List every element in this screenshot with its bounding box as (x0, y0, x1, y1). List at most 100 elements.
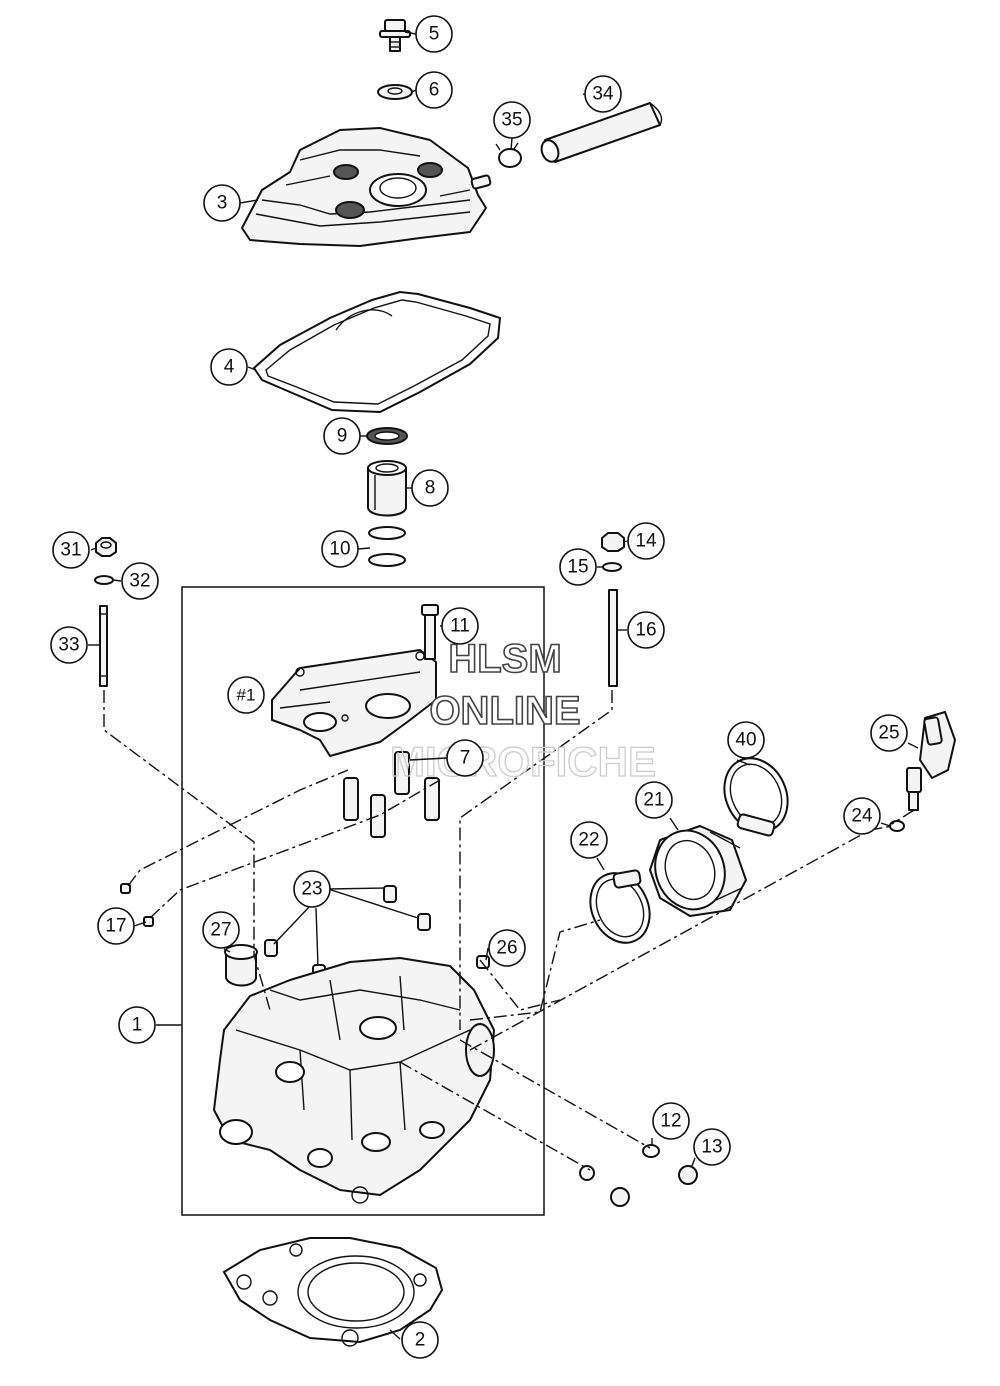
part-1-cylinder-head (213, 957, 495, 1204)
callout-11-label: 11 (450, 616, 470, 637)
part-17-plugs (120, 883, 154, 927)
callouts: 5 6 3 34 35 4 9 8 10 31 32 33 14 15 16 1… (50, 15, 908, 1359)
part-9-seal (366, 427, 408, 445)
callout-24-label: 24 (851, 806, 873, 827)
callout-31: 31 (52, 531, 90, 569)
callout-4-label: 4 (224, 357, 235, 378)
part-21-intake-flange (649, 825, 747, 917)
callout-lines (88, 31, 919, 1340)
callout-hash1-label: #1 (237, 686, 256, 705)
callout-2: 2 (401, 1321, 439, 1359)
callout-26-label: 26 (496, 938, 517, 959)
callout-21-label: 21 (643, 790, 664, 811)
callout-17-label: 17 (105, 916, 126, 937)
callout-15-label: 15 (567, 557, 588, 578)
callout-3-label: 3 (217, 193, 228, 214)
callout-1-label: 1 (132, 1015, 143, 1036)
callout-33-label: 33 (58, 635, 79, 656)
part-8-spark-plug-tube (367, 460, 407, 517)
callout-7: 7 (446, 739, 484, 777)
part-24-o-ring (889, 820, 905, 832)
part-34-hose (540, 102, 663, 163)
callout-8: 8 (411, 469, 449, 507)
callout-32: 32 (121, 562, 159, 600)
callout-hash1: #1 (227, 676, 265, 714)
callout-17: 17 (97, 907, 135, 945)
part-5-bolt (379, 19, 411, 52)
part-33-stud (99, 605, 108, 687)
part-3-valve-cover (241, 127, 492, 247)
callout-1: 1 (118, 1006, 156, 1044)
part-10-o-rings (368, 526, 406, 567)
callout-25: 25 (870, 714, 908, 752)
callout-12: 12 (652, 1102, 690, 1140)
callout-34: 34 (584, 75, 622, 113)
part-hash1-bearing-bridge (271, 649, 437, 757)
callout-9: 9 (323, 417, 361, 455)
watermark-line-1: HLSM (448, 637, 561, 681)
part-27-sleeve (224, 944, 258, 987)
callout-35: 35 (493, 101, 531, 139)
callout-26: 26 (488, 929, 526, 967)
part-22-intake-clamp (589, 869, 651, 944)
watermark-line-3: MICROFICHE (390, 738, 656, 785)
callout-7-label: 7 (460, 748, 471, 769)
part-6-washer (377, 84, 413, 100)
callout-27-label: 27 (210, 920, 231, 941)
part-35-hose-clamp (495, 142, 522, 168)
callout-4: 4 (210, 348, 248, 386)
part-12-o-ring (579, 1144, 660, 1181)
callout-35-label: 35 (501, 110, 522, 131)
part-31-nut (95, 537, 117, 557)
callout-2-label: 2 (415, 1330, 426, 1351)
callout-13: 13 (693, 1128, 731, 1166)
callout-31-label: 31 (60, 540, 81, 561)
part-16-stud (608, 589, 618, 687)
callout-16: 16 (627, 611, 665, 649)
callout-33: 33 (50, 626, 88, 664)
part-26-plug (476, 955, 490, 969)
callout-9-label: 9 (337, 426, 348, 447)
callout-16-label: 16 (635, 620, 656, 641)
callout-13-label: 13 (701, 1137, 722, 1158)
part-7-valve-guides (343, 751, 440, 838)
callout-25-label: 25 (878, 723, 899, 744)
part-40-band-clamp (723, 757, 789, 837)
callout-5-label: 5 (429, 24, 440, 45)
callout-40-label: 40 (735, 730, 756, 751)
watermark: HLSM ONLINE MICROFICHE (389, 636, 656, 785)
callout-6-label: 6 (429, 80, 440, 101)
callout-10-label: 10 (329, 539, 350, 560)
callout-24: 24 (843, 797, 881, 835)
part-13-plug (610, 1165, 698, 1207)
callout-14: 14 (627, 522, 665, 560)
part-11-bolt (421, 604, 439, 660)
part-14-nut (601, 532, 625, 552)
part-15-washer (602, 562, 622, 572)
watermark-line-2: ONLINE (429, 689, 580, 733)
callout-32-label: 32 (129, 571, 150, 592)
callout-14-label: 14 (635, 531, 657, 552)
callout-34-label: 34 (592, 84, 614, 105)
callout-15: 15 (559, 548, 597, 586)
callout-8-label: 8 (425, 478, 436, 499)
part-2-head-gasket (222, 1237, 444, 1347)
callout-23: 23 (293, 870, 331, 908)
callout-5: 5 (415, 15, 453, 53)
callout-22: 22 (570, 821, 608, 859)
callout-3: 3 (203, 184, 241, 222)
callout-12-label: 12 (660, 1111, 681, 1132)
callout-6: 6 (415, 71, 453, 109)
callout-21: 21 (635, 781, 673, 819)
callout-27: 27 (202, 911, 240, 949)
callout-40: 40 (727, 721, 765, 759)
callout-23-label: 23 (301, 879, 322, 900)
assembly-frame (181, 586, 545, 1216)
callout-11: 11 (441, 607, 479, 645)
callout-22-label: 22 (578, 830, 599, 851)
part-32-washer (94, 575, 114, 585)
callout-10: 10 (321, 530, 359, 568)
part-4-gasket (252, 290, 502, 414)
part-25-temperature-sensor (906, 711, 956, 811)
